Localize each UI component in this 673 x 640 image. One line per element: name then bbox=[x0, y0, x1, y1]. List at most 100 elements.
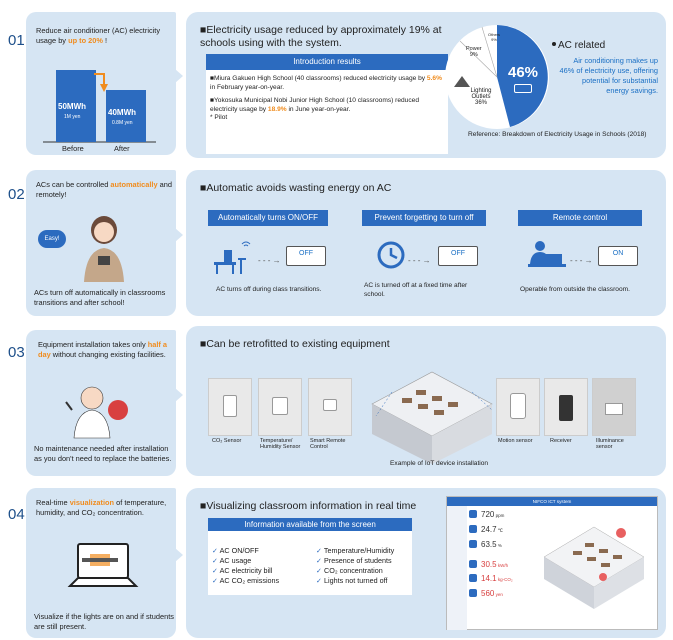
section-01: 01 Reduce air conditioner (AC) electrici… bbox=[0, 0, 673, 160]
results-box-title: Introduction results bbox=[206, 54, 448, 70]
check-icon: ✓ bbox=[212, 566, 220, 575]
after-label: After bbox=[114, 144, 130, 153]
section-title: ■Visualizing classroom information in re… bbox=[200, 500, 417, 512]
metric-unit: ℃ bbox=[496, 528, 503, 533]
right-card: ■Electricity usage reduced by approximat… bbox=[186, 12, 666, 158]
ac-off-1: OFF bbox=[286, 246, 326, 266]
motion-sensor-label: Motion sensor bbox=[498, 438, 533, 444]
check-icon: ✓ bbox=[212, 546, 220, 555]
info-item: ✓ AC CO₂ emissions bbox=[212, 576, 279, 586]
bar2-sub: 0.8M yen bbox=[112, 120, 133, 126]
section-number: 04 bbox=[8, 506, 25, 523]
metric-row: 63.5 % bbox=[469, 539, 529, 554]
remote-person-icon bbox=[528, 241, 566, 267]
left-bottom-text: ACs turn off automatically in classrooms… bbox=[34, 288, 166, 307]
metric-row: 24.7 ℃ bbox=[469, 524, 529, 539]
check-icon: ✓ bbox=[316, 576, 325, 585]
ac-related-dot bbox=[552, 42, 556, 46]
check-icon: ✓ bbox=[212, 556, 220, 565]
illuminance-sensor-photo bbox=[592, 378, 636, 436]
metric-icon bbox=[469, 560, 477, 568]
remote-control-label: Smart Remote Control bbox=[310, 438, 346, 450]
section-number: 01 bbox=[8, 32, 25, 49]
metric-value: 63.5 bbox=[481, 540, 497, 549]
feature-prevent-caption: AC is turned off at a fixed time after s… bbox=[364, 282, 468, 298]
left-card: Equipment installation takes only half a… bbox=[26, 330, 183, 476]
co2-sensor-label: CO₂ Sensor bbox=[212, 438, 242, 444]
screen-header: NIFCO ICT system bbox=[447, 497, 657, 506]
bar-chart bbox=[43, 70, 156, 143]
left-card: Real-time visualization of temperature, … bbox=[26, 488, 183, 638]
info-item-label: Presence of students bbox=[324, 556, 392, 565]
info-col-2: ✓ Temperature/Humidity✓ Presence of stud… bbox=[316, 546, 394, 586]
bar2-label: 40MWh bbox=[108, 108, 136, 117]
pie-pct: 46% bbox=[508, 64, 539, 81]
receiver-label: Receiver bbox=[550, 438, 572, 444]
info-item: ✓ Presence of students bbox=[316, 556, 394, 566]
info-item-label: Lights not turned off bbox=[324, 576, 388, 585]
info-item: ✓ CO₂ concentration bbox=[316, 566, 394, 576]
info-box-title: Information available from the screen bbox=[208, 518, 412, 531]
before-label: Before bbox=[62, 144, 84, 153]
left-card-text: Reduce air conditioner (AC) electricity … bbox=[36, 26, 161, 45]
classroom-illustration bbox=[371, 371, 493, 464]
bar1-sub: 1M yen bbox=[64, 114, 81, 120]
right-card: ■Automatic avoids wasting energy on AC A… bbox=[186, 170, 666, 316]
info-item: ✓ Temperature/Humidity bbox=[316, 546, 394, 556]
info-box bbox=[208, 531, 412, 595]
laptop-icon bbox=[67, 543, 139, 587]
reference: Reference: Breakdown of Electricity Usag… bbox=[468, 131, 647, 138]
metric-icon bbox=[469, 574, 477, 582]
metric-value: 30.5 bbox=[481, 560, 497, 569]
screen-sidebar bbox=[447, 506, 467, 630]
teacher-illustration bbox=[84, 216, 124, 282]
remote-control-photo bbox=[308, 378, 352, 436]
metric-value: 14.1 bbox=[481, 574, 497, 583]
section-03: 03 Equipment installation takes only hal… bbox=[0, 318, 673, 480]
arrow-1: - - - → bbox=[258, 256, 281, 265]
metric-unit: % bbox=[496, 543, 502, 548]
feature-remote-caption: Operable from outside the classroom. bbox=[520, 286, 630, 293]
temp-sensor-label: Temperature/ Humidity Sensor bbox=[260, 438, 301, 450]
right-card: ■Can be retrofitted to existing equipmen… bbox=[186, 326, 666, 476]
info-item-label: AC usage bbox=[219, 556, 252, 565]
info-item-label: AC CO₂ emissions bbox=[219, 576, 280, 585]
receiver-photo bbox=[544, 378, 588, 436]
clock-icon bbox=[377, 241, 405, 269]
left-bottom-text: No maintenance needed after installation… bbox=[34, 444, 172, 463]
device-icon bbox=[323, 399, 337, 411]
check-icon: ✓ bbox=[316, 566, 325, 575]
metric-value: 720 bbox=[481, 510, 495, 519]
metric-row: 560 yen bbox=[469, 588, 529, 603]
metric-row: 14.1 kg-CO₂ bbox=[469, 573, 529, 588]
info-item: ✓ AC usage bbox=[212, 556, 279, 566]
device-icon bbox=[559, 395, 573, 421]
illuminance-sensor-label: Illuminance sensor bbox=[596, 438, 624, 450]
device-icon bbox=[272, 397, 288, 415]
check-icon: ✓ bbox=[316, 556, 325, 565]
metric-icon bbox=[469, 510, 477, 518]
co2-sensor-photo bbox=[208, 378, 252, 436]
feature-remote-title: Remote control bbox=[518, 210, 642, 226]
left-card: ACs can be controlled automatically and … bbox=[26, 170, 183, 316]
section-title: ■Can be retrofitted to existing equipmen… bbox=[200, 338, 390, 350]
info-item: ✓ AC ON/OFF bbox=[212, 546, 279, 556]
left-card-text: ACs can be controlled automatically and … bbox=[36, 180, 172, 199]
info-item: ✓ Lights not turned off bbox=[316, 576, 394, 586]
ac-off-2: OFF bbox=[438, 246, 478, 266]
info-item: ✓ AC electricity bill bbox=[212, 566, 279, 576]
arrow-2: - - - → bbox=[408, 256, 431, 265]
bar-after bbox=[106, 90, 146, 142]
metric-icon bbox=[469, 525, 477, 533]
left-bottom-text: Visualize if the lights are on and if st… bbox=[34, 612, 174, 631]
left-card: Reduce air conditioner (AC) electricity … bbox=[26, 12, 183, 155]
metric-icon bbox=[469, 540, 477, 548]
check-icon: ✓ bbox=[212, 576, 220, 585]
device-icon bbox=[510, 393, 526, 419]
device-icon bbox=[223, 395, 237, 417]
section-number: 02 bbox=[8, 186, 25, 203]
section-02: 02 ACs can be controlled automatically a… bbox=[0, 160, 673, 318]
